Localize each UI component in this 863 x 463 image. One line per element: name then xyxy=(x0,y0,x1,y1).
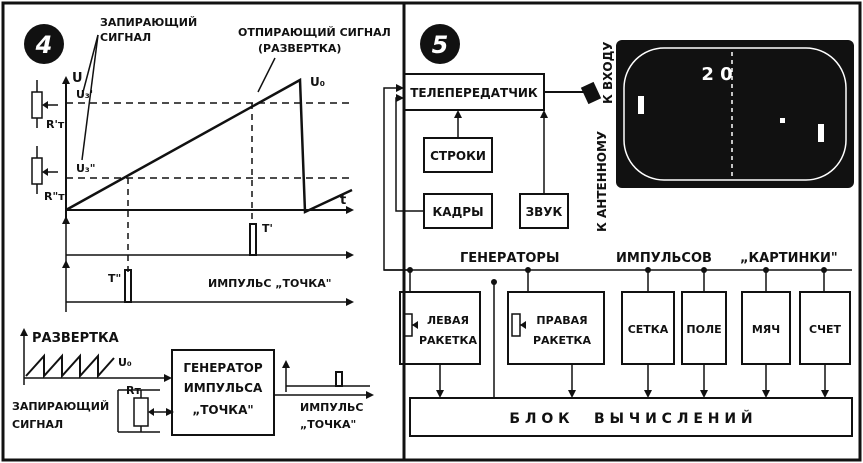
u3-upper-label: U₃' xyxy=(76,88,93,101)
panel-4: 4 ЗАПИРАЮЩИЙ СИГНАЛ ОТПИРАЮЩИЙ СИГНАЛ (Р… xyxy=(12,16,391,436)
impulse-out-label-1: ИМПУЛЬС xyxy=(300,401,363,414)
pointer-line xyxy=(81,34,99,161)
generators-to-transmitter xyxy=(383,84,410,271)
razvertka-label: РАЗВЕРТКА xyxy=(32,331,119,346)
sawtooth-signal xyxy=(65,77,353,214)
generator-label-1: ГЕНЕРАТОР xyxy=(183,361,263,375)
to-input-label: К ВХОДУ xyxy=(601,41,615,104)
panel-5-badge xyxy=(420,24,460,64)
blocking-label-2: СИГНАЛ xyxy=(100,31,151,44)
blocking-label-1: ЗАПИРАЮЩИЙ xyxy=(100,16,197,29)
panel-4-number: 4 xyxy=(35,31,53,59)
generator-label-2: ИМПУЛЬСА xyxy=(184,381,263,395)
u0-label: U₀ xyxy=(310,75,325,89)
panel-5-number: 5 xyxy=(432,31,449,59)
u3-lower-label: U₃" xyxy=(76,162,95,175)
rt-upper-label: R'т xyxy=(46,118,65,131)
potentiometer-rt-circuit xyxy=(117,389,174,433)
tv-screen xyxy=(616,40,854,188)
sound-label: ЗВУК xyxy=(526,205,563,219)
generators-label-2: ИМПУЛЬСОВ xyxy=(616,251,712,266)
panel-4-badge xyxy=(24,24,64,64)
impulse-dot-label: ИМПУЛЬС „ТОЧКА" xyxy=(208,277,331,290)
u0-small-label: U₀ xyxy=(118,356,132,369)
antenna-plug xyxy=(580,81,602,105)
output-pulse xyxy=(335,371,343,387)
t1-label: T' xyxy=(262,222,273,235)
tv-ball xyxy=(780,118,785,123)
panel-5: 5 ТЕЛЕПЕРЕДАТЧИК СТРОКИ КАДРЫ ЗВУК К ВХО… xyxy=(383,24,854,437)
to-antenna-label: К АНТЕННОМУ xyxy=(595,131,609,232)
impulse-out-label-2: „ТОЧКА" xyxy=(300,418,356,431)
generator-label-3: „ТОЧКА" xyxy=(192,403,253,417)
right-racket-potentiometer xyxy=(511,313,526,337)
generators-label-3: „КАРТИНКИ" xyxy=(740,251,838,266)
right-racket-block xyxy=(507,291,605,365)
pulse-t2 xyxy=(124,269,132,303)
rows-label: СТРОКИ xyxy=(430,149,486,163)
frames-to-transmitter xyxy=(395,94,424,212)
transmitter-label: ТЕЛЕПЕРЕДАТЧИК xyxy=(410,86,538,100)
compute-block xyxy=(409,397,853,437)
frames-label: КАДРЫ xyxy=(432,205,483,219)
pointer-line xyxy=(81,34,99,97)
generator-dot-block xyxy=(171,349,275,436)
grid-label: СЕТКА xyxy=(628,323,669,336)
potentiometer-rt-lower xyxy=(31,146,58,194)
rt-circuit-label: Rт xyxy=(126,384,141,397)
generators-label-1: ГЕНЕРАТОРЫ xyxy=(460,251,559,266)
t-axis-label: t xyxy=(340,193,346,208)
tv-left-paddle xyxy=(638,96,644,114)
right-racket-label-2: РАКЕТКА xyxy=(533,334,592,347)
tv-score: 2 0 xyxy=(701,64,732,85)
left-racket-label-1: ЛЕВАЯ xyxy=(427,314,469,327)
t2-label: T" xyxy=(108,272,121,285)
pulse-t1 xyxy=(249,223,257,256)
rt-lower-label: R"т xyxy=(44,190,65,203)
unlocking-label-1: ОТПИРАЮЩИЙ СИГНАЛ xyxy=(238,26,391,39)
potentiometer-rt-upper xyxy=(31,80,58,128)
mini-sawtooth xyxy=(25,353,115,379)
unlocking-label-2: (РАЗВЕРТКА) xyxy=(258,42,341,55)
right-racket-label-1: ПРАВАЯ xyxy=(536,314,587,327)
u-axis-label: U xyxy=(72,71,83,86)
left-racket-potentiometer xyxy=(403,313,418,337)
pointer-line xyxy=(257,57,276,93)
field-label: ПОЛЕ xyxy=(686,323,721,336)
blocking-bottom-label-2: СИГНАЛ xyxy=(12,418,63,431)
blocking-bottom-label-1: ЗАПИРАЮЩИЙ xyxy=(12,400,109,413)
tv-right-paddle xyxy=(818,124,824,142)
compute-block-label: Б Л О К В Ы Ч И С Л Е Н И Й xyxy=(509,410,752,427)
left-racket-label-2: РАКЕТКА xyxy=(419,334,478,347)
tv-screen-bezel xyxy=(623,47,847,181)
ball-label: МЯЧ xyxy=(752,323,780,336)
score-label: СЧЕТ xyxy=(809,323,841,336)
